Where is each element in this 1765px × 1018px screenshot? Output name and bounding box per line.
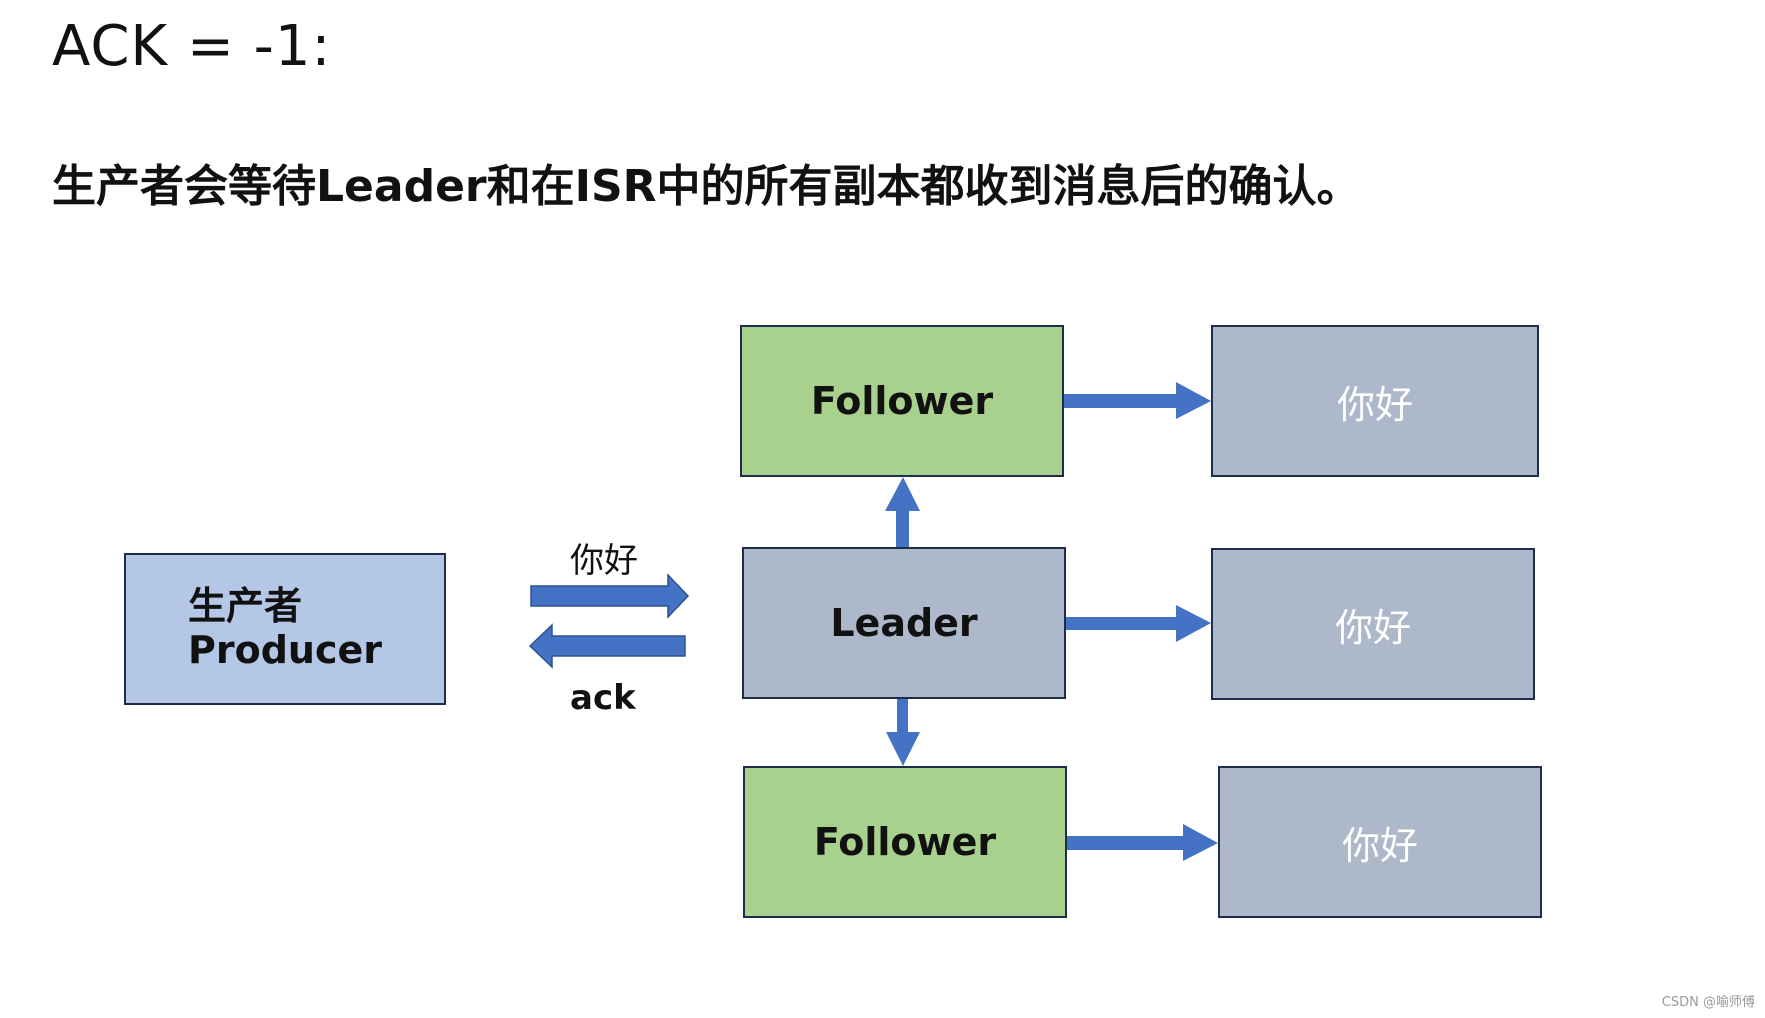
producer-box: 生产者 Producer [124,553,446,705]
follower-bottom-to-message-arrow [1067,824,1218,861]
message-box-bottom: 你好 [1218,766,1542,918]
send-message-label: 你好 [570,541,638,581]
follower-box-bottom: Follower [743,766,1067,918]
page-subtitle: 生产者会等待Leader和在ISR中的所有副本都收到消息后的确认。 [52,161,1361,212]
producer-label-en: Producer [188,628,382,672]
producer-label-cn: 生产者 [188,584,303,629]
send-arrow [530,573,690,619]
page-title: ACK = -1: [52,14,332,79]
follower-top-to-message-arrow [1064,382,1211,419]
leader-to-follower-top-arrow [885,477,920,547]
message-label: 你好 [1334,605,1411,650]
follower-label: Follower [813,820,997,864]
ack-arrow [528,623,686,669]
leader-to-follower-bottom-arrow [886,699,920,766]
ack-label: ack [570,678,636,718]
message-box-middle: 你好 [1211,548,1535,700]
watermark: CSDN @喻师傅 [1661,995,1755,1010]
message-label: 你好 [1336,382,1413,427]
leader-label: Leader [830,601,978,645]
leader-box: Leader [742,547,1066,699]
follower-box-top: Follower [740,325,1064,477]
follower-label: Follower [810,379,994,423]
message-label: 你好 [1341,823,1418,868]
message-box-top: 你好 [1211,325,1539,477]
leader-to-message-arrow [1066,605,1211,642]
